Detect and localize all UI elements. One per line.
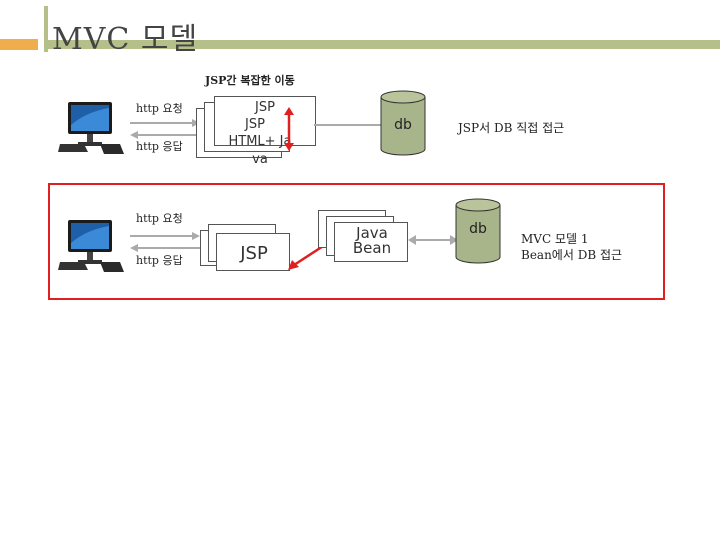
model2-highlight-frame [48, 183, 665, 300]
jsp-card-label-mid: JSP [245, 117, 265, 132]
jsp-internal-arrow [284, 107, 294, 151]
bean-label: Java Bean [352, 224, 392, 257]
jsp-card-front [214, 96, 316, 146]
bean-db-arrow [408, 235, 458, 245]
model2-note-line2: Bean에서 DB 접근 [521, 248, 623, 262]
bean-card-front [334, 222, 408, 262]
request-arrow [130, 119, 200, 127]
jsp-card-front [216, 233, 290, 271]
model2-note-line1: MVC 모델 1 [521, 232, 589, 246]
db-label-lower: db [469, 221, 487, 237]
jsp-label-lower: JSP [240, 243, 268, 264]
db-cylinder-lower [455, 198, 501, 264]
page-title: MVC 모델 [52, 22, 199, 57]
jsp-card-label-bottom: HTML+ Ja va [228, 134, 292, 167]
computer-icon [58, 220, 124, 272]
db-label-upper: db [394, 117, 412, 133]
jsp-to-db-line [314, 124, 382, 126]
model1-caption: JSP간 복잡한 이동 [205, 74, 295, 87]
request-arrow [130, 232, 200, 240]
title-underline [44, 40, 720, 49]
response-arrow [130, 131, 200, 139]
db-cylinder-upper [380, 90, 426, 156]
model1-request-label: http 요청 [136, 102, 183, 115]
model1-note: JSP서 DB 직접 접근 [458, 121, 565, 135]
model1-response-label: http 응답 [136, 140, 183, 153]
jsp-card-label-top: JSP [255, 100, 275, 115]
model2-request-label: http 요청 [136, 212, 183, 225]
computer-icon [58, 102, 124, 154]
title-accent [0, 39, 38, 50]
model2-response-label: http 응답 [136, 254, 183, 267]
response-arrow [130, 244, 200, 252]
title-divider [44, 6, 48, 52]
